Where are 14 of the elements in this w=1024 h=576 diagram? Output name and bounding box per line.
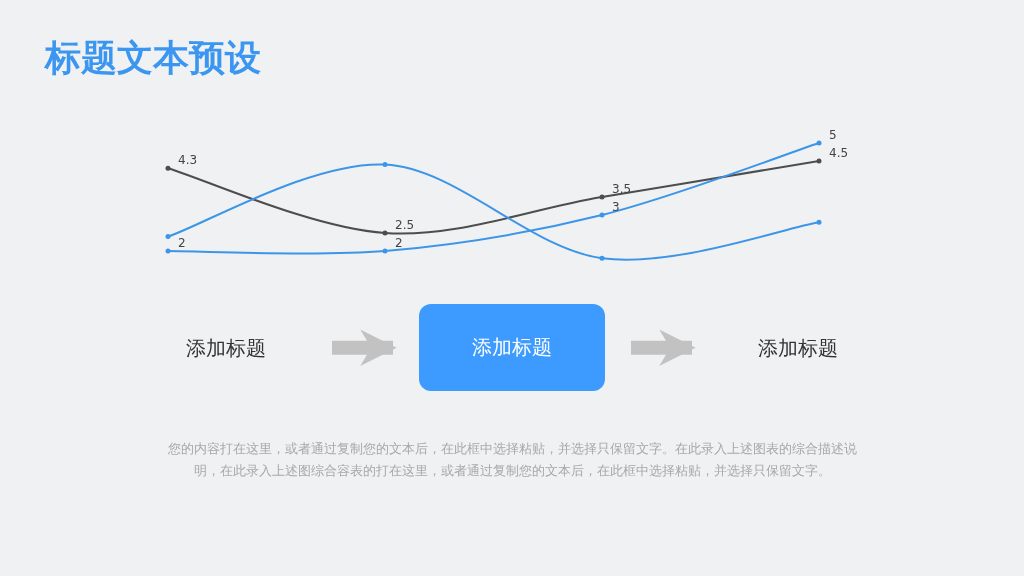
data-label: 2 bbox=[178, 236, 186, 250]
data-label: 3.5 bbox=[612, 182, 632, 196]
data-label: 4.5 bbox=[829, 146, 849, 160]
slide-title: 标题文本预设 bbox=[45, 36, 261, 80]
data-label: 5 bbox=[829, 128, 837, 142]
data-label: 4.3 bbox=[178, 153, 198, 168]
arrow bbox=[631, 329, 696, 366]
step-label: 添加标题 bbox=[758, 334, 838, 362]
process-box: 添加标题 bbox=[419, 304, 605, 391]
data-label: 2.5 bbox=[395, 218, 415, 232]
step-label: 添加标题 bbox=[186, 334, 266, 362]
data-label: 2 bbox=[395, 236, 403, 250]
description-paragraph: 您的内容打在这里，或者通过复制您的文本后，在此框中选择粘贴，并选择只保留文字。在此录入上述图表的综合描述说明，在此录入上述图综合容表的打在这里，或者通过复制您的文本后，在此框中选择粘贴，并选择只保留文字。 bbox=[166, 440, 858, 480]
arrow bbox=[332, 329, 397, 366]
